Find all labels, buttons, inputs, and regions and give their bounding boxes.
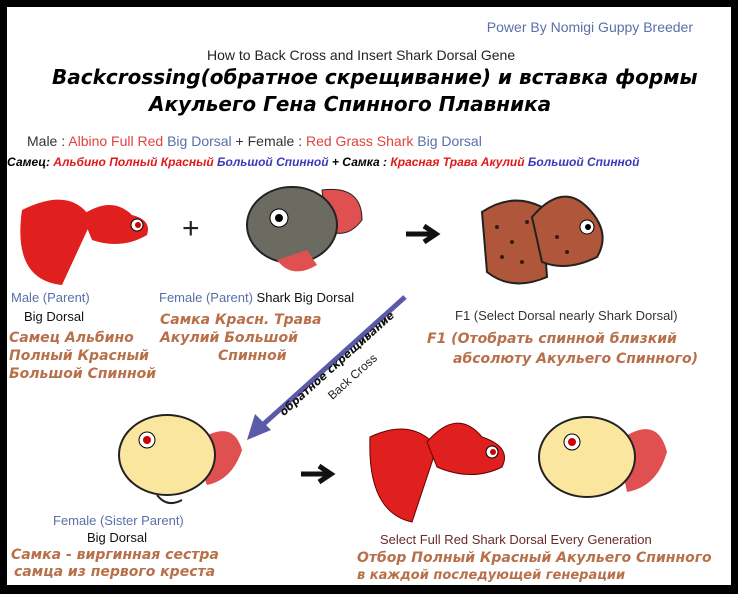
male-color-ru: Альбино Полный Красный	[53, 155, 218, 169]
male-parent-type: Big Dorsal	[24, 309, 84, 324]
f1-ru: F1 (Отобрать спинной близкий абсолюту Аку…	[427, 329, 698, 369]
plus-sign: +	[182, 212, 200, 245]
text-line: Полный Красный	[9, 348, 149, 364]
backcross-arrow-icon	[247, 295, 407, 440]
title-ru-line1: Backcrossing(обратное скрещивание) и вст…	[52, 65, 698, 89]
title-ru-line2: Акульего Гена Спинного Плавника	[149, 92, 552, 116]
male-fish-image	[20, 199, 148, 285]
male-type: Big Dorsal	[167, 133, 232, 149]
f1-en: F1 (Select Dorsal nearly Shark Dorsal)	[455, 308, 678, 323]
text-line: Самец Альбино	[9, 330, 134, 346]
sister-fish-image	[118, 414, 242, 505]
title-en: How to Back Cross and Insert Shark Dorsa…	[207, 47, 516, 63]
text-line: Самка - виргинная сестра	[11, 547, 219, 563]
text-line: Самка Красн. Трава	[160, 312, 322, 328]
female-parent-type: Shark Big Dorsal	[256, 290, 355, 305]
f1-fish-image	[480, 195, 604, 285]
female-parent-label: Female (Parent) Shark Big Dorsal	[159, 290, 355, 306]
text-line: Спинной	[218, 348, 287, 364]
shark-female-fish-image	[246, 186, 363, 272]
male-type-ru: Большой Спинной	[217, 155, 332, 169]
female-parent-role: Female (Parent)	[159, 290, 253, 305]
text-line: в каждой последующей генерации	[357, 568, 626, 583]
female-type: Big Dorsal	[417, 133, 482, 149]
credit: Power By Nomigi Guppy Breeder	[486, 19, 693, 35]
sister-role: Female (Sister Parent)	[53, 513, 184, 528]
female-type-ru: Большой Спинной	[527, 155, 640, 169]
arrow-right-icon	[301, 463, 336, 485]
diagram-canvas: Power By Nomigi Guppy Breeder How to Bac…	[7, 7, 731, 585]
text-line: абсолюту Акульего Спинного)	[453, 351, 699, 367]
text-line: Отбор Полный Красный Акульего Спинного	[357, 550, 712, 566]
sister-type: Big Dorsal	[87, 530, 147, 545]
arrow-right-icon	[406, 223, 441, 245]
select-en: Select Full Red Shark Dorsal Every Gener…	[380, 532, 652, 547]
male-color: Albino Full Red	[68, 133, 168, 149]
female-color-ru: Красная Трава Акулий	[390, 155, 528, 169]
male-label-ru: Самец:	[7, 155, 54, 169]
text-line: F1 (Отобрать спинной близкий	[427, 331, 677, 347]
text-line: самца из первого креста	[14, 564, 216, 580]
male-parent-role: Male (Parent)	[11, 290, 90, 305]
text-line: Акулий Большой	[160, 330, 298, 346]
female-label-ru: + Самка :	[331, 155, 391, 169]
text-line: Большой Спинной	[9, 366, 157, 382]
female-label: + Female :	[231, 133, 306, 149]
select-ru: Отбор Полный Красный Акульего Спинного в …	[357, 550, 712, 584]
selected-red-fish-image	[369, 422, 505, 523]
male-label: Male :	[27, 133, 69, 149]
cross-ru: Самец: Альбино Полный Красный Большой Сп…	[7, 155, 640, 170]
selected-yellow-fish-image	[538, 416, 667, 498]
female-color: Red Grass Shark	[305, 133, 418, 149]
cross-en: Male : Albino Full Red Big Dorsal + Fema…	[27, 133, 482, 149]
